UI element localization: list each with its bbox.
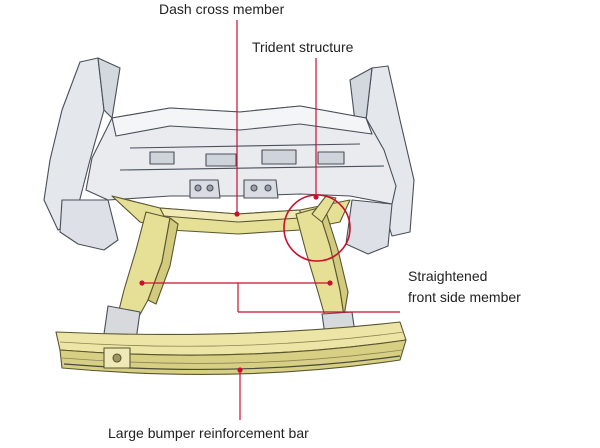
dash-cross-member-label: Dash cross member — [159, 1, 285, 17]
vehicle-body-structure — [43, 57, 415, 255]
straightened-label-line1: Straightened — [408, 268, 488, 284]
large-bumper-reinforcement-bar-label: Large bumper reinforcement bar — [108, 425, 309, 441]
straightened-label-line2: front side member — [408, 289, 521, 305]
straightened-front-side-member-label: Straightened front side member — [408, 266, 521, 308]
trident-structure-label: Trident structure — [252, 39, 354, 55]
bumper-reinforcement-bar — [55, 321, 407, 375]
highlighted-members — [103, 195, 357, 343]
callout-dots — [139, 194, 333, 373]
